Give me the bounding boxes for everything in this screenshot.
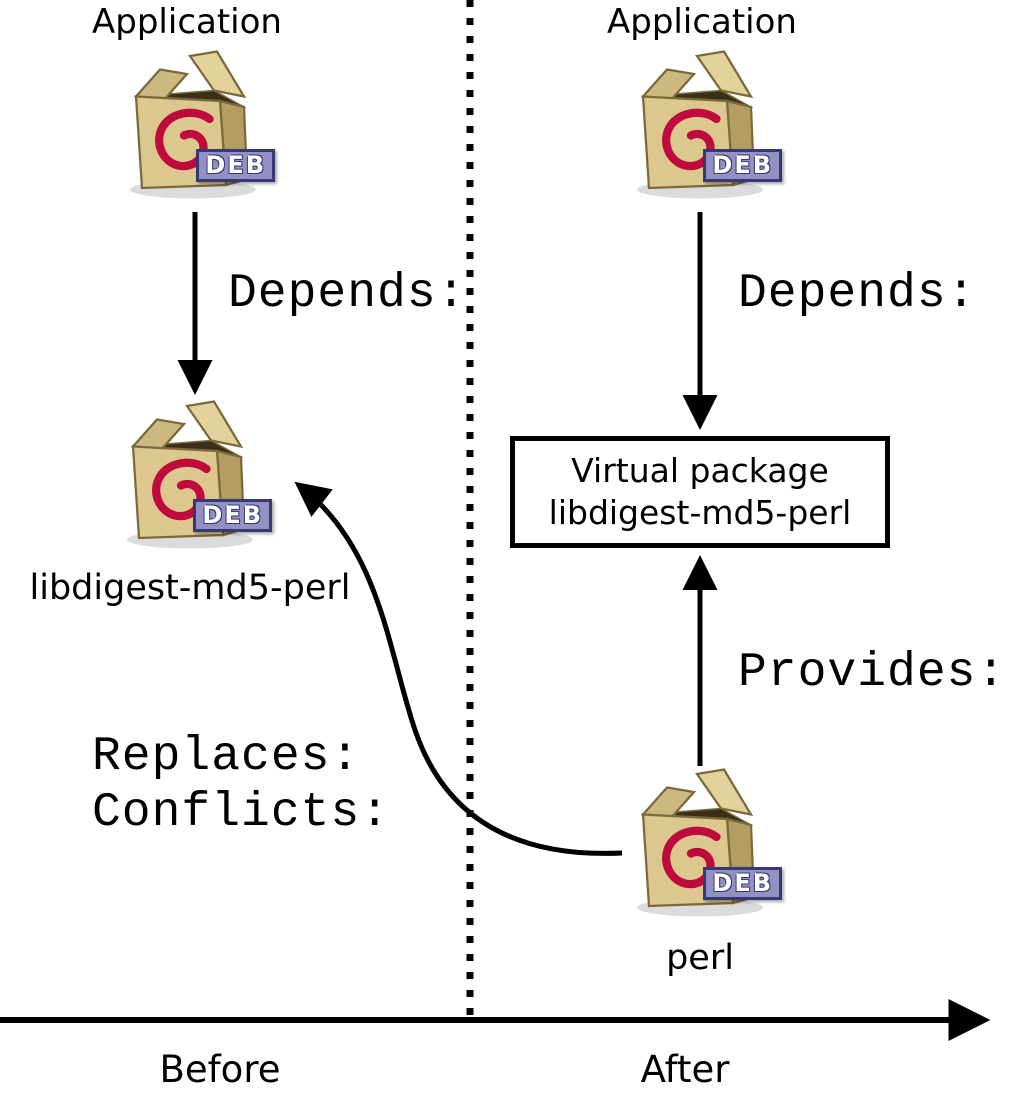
perl-package-label: perl	[666, 938, 734, 978]
virtual-package-line2: libdigest-md5-perl	[548, 493, 852, 532]
after-depends-label: Depends:	[738, 267, 977, 321]
axis-before-label: Before	[159, 1048, 281, 1091]
deb-badge: DEB	[703, 148, 782, 182]
before-application-label: Application	[92, 2, 282, 42]
before-depends-label: Depends:	[228, 267, 467, 321]
deb-badge: DEB	[703, 866, 782, 900]
virtual-package-line1: Virtual package	[571, 450, 829, 490]
replaces-label: Replaces:	[92, 730, 361, 784]
after-application-label: Application	[607, 2, 797, 42]
virtual-package-box: Virtual package libdigest-md5-perl	[510, 436, 890, 548]
provides-label: Provides:	[738, 646, 1007, 700]
perl-package-icon: DEB	[622, 768, 782, 918]
deb-badge: DEB	[196, 148, 275, 182]
deb-badge: DEB	[193, 498, 272, 532]
libdigest-package-icon: DEB	[112, 400, 272, 550]
after-application-package-icon: DEB	[622, 50, 782, 200]
libdigest-package-label: libdigest-md5-perl	[29, 568, 351, 608]
before-application-package-icon: DEB	[115, 50, 275, 200]
axis-after-label: After	[640, 1048, 730, 1091]
conflicts-label: Conflicts:	[92, 786, 391, 840]
